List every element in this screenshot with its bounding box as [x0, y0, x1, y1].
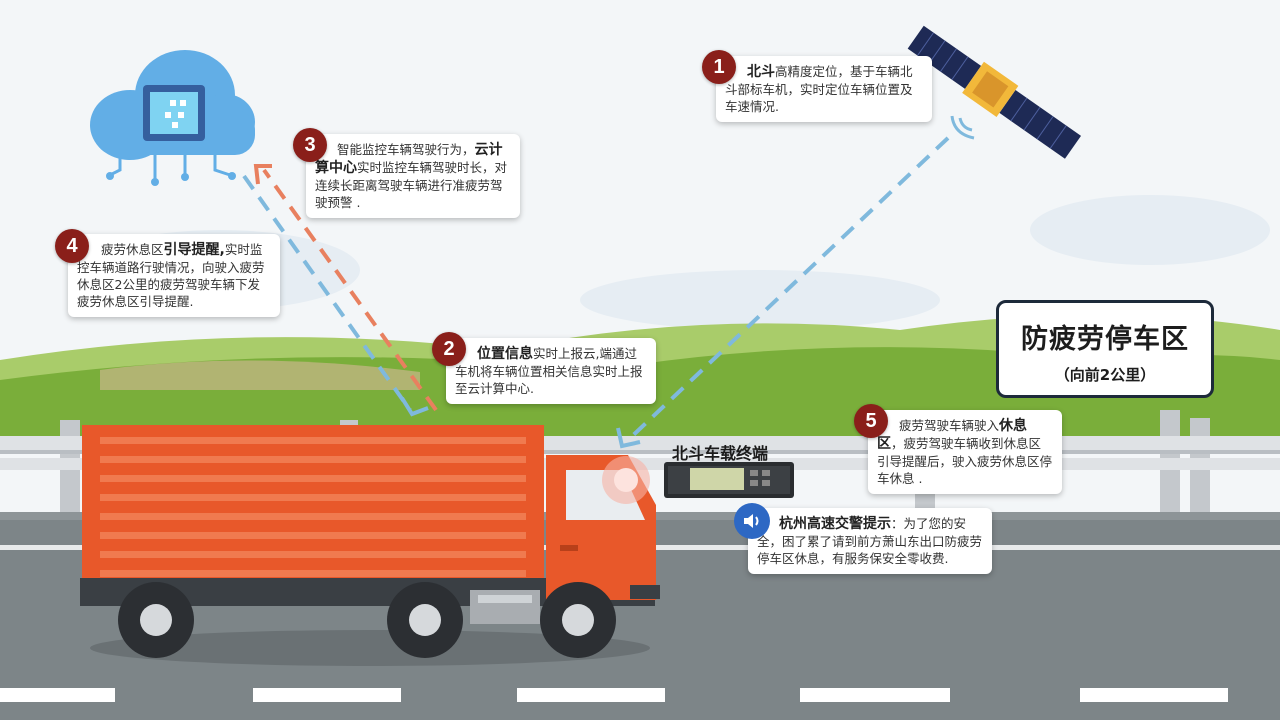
beidou-terminal-device: [664, 462, 794, 498]
step-badge-1: 1: [702, 50, 736, 84]
truck: [80, 425, 660, 658]
step-badge-3: 3: [293, 128, 327, 162]
callout-3-text: 实时监控车辆驾驶时长，对连续长距离驾驶车辆进行准疲劳驾驶预警 .: [315, 160, 508, 210]
sign-subtitle: （向前2公里）: [1054, 366, 1156, 384]
callout-1-bold: 北斗: [747, 64, 775, 80]
terminal-signal-glow: [602, 456, 650, 504]
callout-1: 北斗高精度定位，基于车辆北斗部标车机，实时定位车辆位置及车速情况.: [716, 56, 932, 122]
traffic-police-alert: 杭州高速交警提示：为了您的安全，困了累了请到前方萧山东出口防疲劳停车区休息，有服…: [748, 508, 992, 574]
alert-text: ：为了您的安全，困了累了请到前方萧山东出口防疲劳停车区休息，有服务保安全零收费.: [757, 516, 983, 566]
wheel: [540, 582, 616, 658]
step-badge-5: 5: [854, 404, 888, 438]
signal-cloud-to-truck: [242, 174, 429, 417]
callout-3-pre: 智能监控车辆驾驶行为，: [337, 142, 475, 157]
callout-4-pre: 疲劳休息区: [101, 242, 164, 257]
wheel: [387, 582, 463, 658]
callout-4-bold: 引导提醒,: [163, 242, 225, 258]
step-badge-4: 4: [55, 229, 89, 263]
callout-4-text: 实时监控车辆道路行驶情况，向驶入疲劳休息区2公里的疲劳驾驶车辆下发疲劳休息区引导…: [77, 242, 265, 309]
callout-4: 疲劳休息区引导提醒,实时监控车辆道路行驶情况，向驶入疲劳休息区2公里的疲劳驾驶车…: [68, 234, 280, 317]
terminal-label: 北斗车载终端: [672, 444, 769, 463]
satellite-icon: [907, 25, 1082, 159]
alert-bold: 杭州高速交警提示: [779, 516, 891, 532]
callout-2: 位置信息实时上报云,端通过车机将车辆位置相关信息实时上报至云计算中心.: [446, 338, 656, 404]
callout-2-bold: 位置信息: [477, 346, 533, 362]
callout-5-text: ，疲劳驾驶车辆收到休息区引导提醒后，驶入疲劳休息区停车休息 .: [877, 436, 1053, 486]
callout-1-text: 高精度定位，基于车辆北斗部标车机，实时定位车辆位置及车速情况.: [725, 64, 913, 114]
sign-title: 防疲劳停车区: [1021, 324, 1189, 355]
callout-3: 智能监控车辆驾驶行为，云计算中心实时监控车辆驾驶时长，对连续长距离驾驶车辆进行准…: [306, 134, 520, 218]
signal-satellite-to-truck: [616, 136, 950, 449]
callout-5-bold: 休息区: [877, 418, 1028, 452]
step-badge-2: 2: [432, 332, 466, 366]
lane-markings: [0, 688, 1228, 702]
callout-3-bold: 云计算中心: [315, 142, 503, 176]
signal-truck-to-cloud: [253, 164, 438, 412]
callout-2-text: 实时上报云,端通过车机将车辆位置相关信息实时上报至云计算中心.: [455, 346, 643, 396]
callout-5-pre: 疲劳驾驶车辆驶入: [899, 418, 1000, 433]
callout-5: 疲劳驾驶车辆驶入休息区，疲劳驾驶车辆收到休息区引导提醒后，驶入疲劳休息区停车休息…: [868, 410, 1062, 494]
fatigue-rest-area-sign: 防疲劳停车区 （向前2公里）: [996, 300, 1214, 398]
cloud-computing-icon: [90, 50, 255, 186]
wheel: [118, 582, 194, 658]
speaker-icon: [734, 503, 770, 539]
